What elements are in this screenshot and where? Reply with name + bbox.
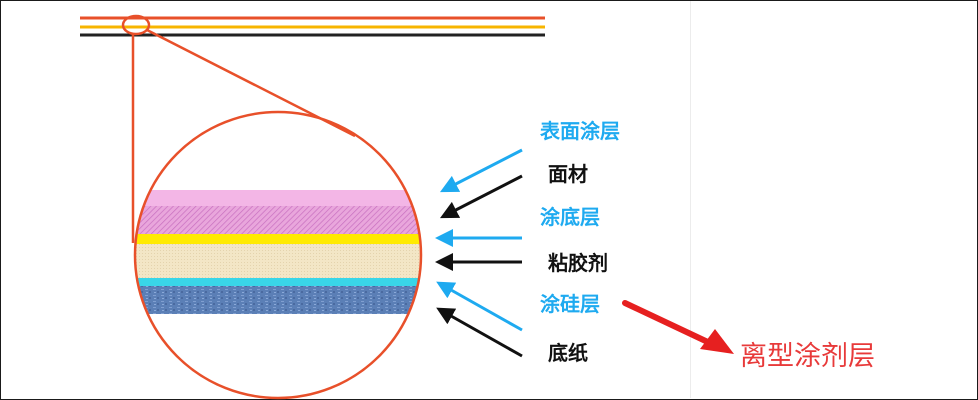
label-base-paper: 底纸 xyxy=(548,341,588,365)
surface-coating-layer xyxy=(135,190,421,206)
label-adhesive: 粘胶剂 xyxy=(548,251,608,275)
label-primer-coating: 涂底层 xyxy=(540,205,600,229)
base-paper-layer xyxy=(135,286,421,314)
label-surface-coating: 表面涂层 xyxy=(540,119,620,143)
arrow-face-material xyxy=(439,174,523,219)
label-silicone-coating: 涂硅层 xyxy=(540,292,600,316)
highlight-arrow-shaft xyxy=(622,300,715,347)
highlight-arrow-head xyxy=(700,329,734,354)
label-face-material: 面材 xyxy=(548,162,588,186)
arrow-surface-coating xyxy=(439,148,523,193)
adhesive-layer xyxy=(135,244,421,278)
pointer-arrows xyxy=(435,148,523,358)
arrow-base-paper xyxy=(436,307,523,358)
callout-release-coating: 离型涂剂层 xyxy=(740,341,875,372)
face-material-layer xyxy=(135,206,421,234)
blank-panel xyxy=(690,1,977,398)
zoom-spot xyxy=(121,14,151,36)
layer-stack xyxy=(135,190,421,314)
magnifier-circle xyxy=(133,110,423,400)
primer-layer xyxy=(135,234,421,244)
arrow-silicone-coating xyxy=(436,281,523,332)
highlight-arrow xyxy=(622,300,734,354)
silicone-layer xyxy=(135,278,421,286)
